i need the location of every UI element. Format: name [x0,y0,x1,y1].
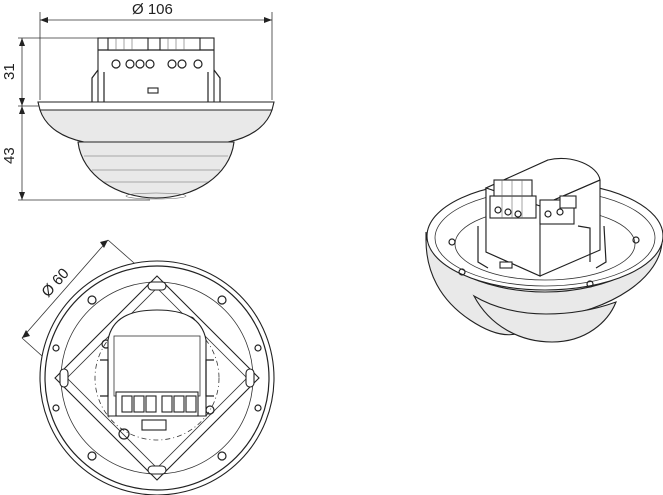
side-view: Ø 106 31 43 [1,1,275,201]
isometric-view [425,157,663,343]
lens-dome-iso [472,294,617,343]
housing-side [39,109,273,143]
width-dimension: Ø 106 [39,1,273,100]
height-31-label: 31 [1,63,18,80]
terminal-module-side [91,37,221,105]
terminal-strip-top [115,391,199,431]
screw-slots [52,281,262,475]
diameter-106-label: Ø 106 [132,1,173,18]
terminal-module-iso [477,157,607,277]
height-43-label: 43 [1,147,18,164]
diameter-60-label: Ø 60 [38,265,72,301]
flange-rim [37,101,275,111]
height-dimensions: 31 43 [1,37,150,201]
central-module-top [107,309,207,417]
top-view: Ø 60 [21,239,275,495]
